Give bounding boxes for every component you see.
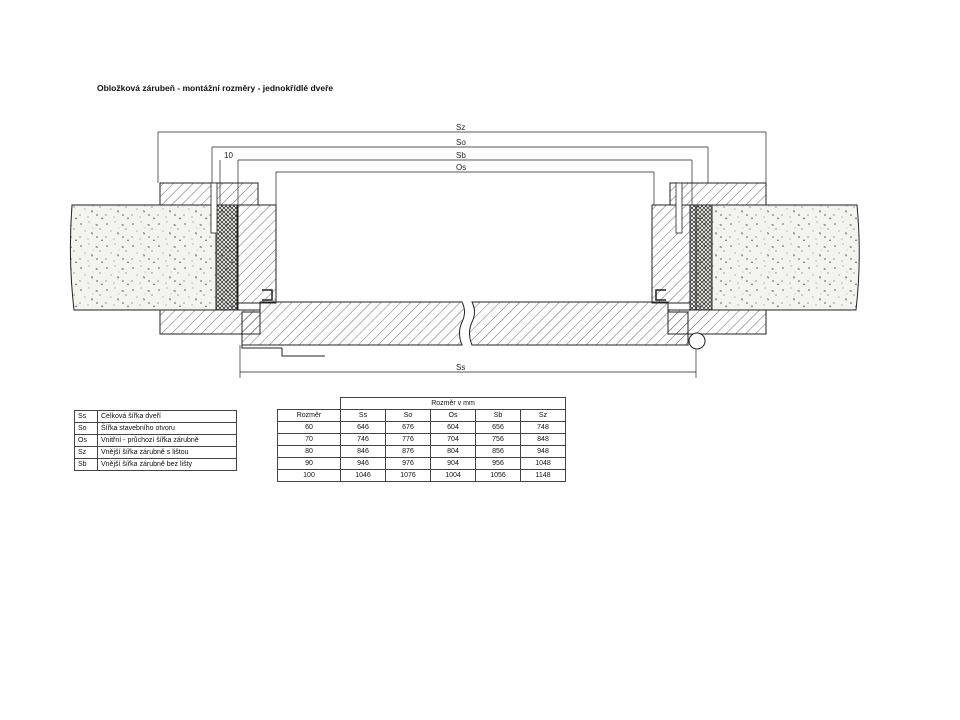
table-cell: 60	[277, 421, 341, 434]
table-cell: 856	[475, 445, 521, 458]
table-cell: 748	[520, 421, 566, 434]
table-cell: 1046	[340, 469, 386, 482]
dimension-os-label: Os	[456, 163, 466, 172]
table-group-header-row: Rozměr v mm	[277, 397, 566, 410]
drawing-title: Obložková zárubeň - montážní rozměry - j…	[97, 83, 334, 93]
table-cell: 946	[340, 457, 386, 470]
legend-abbr: Sb	[74, 458, 98, 471]
dimension-lines	[157, 131, 767, 378]
table-cell: 948	[520, 445, 566, 458]
dimension-10-label: 10	[224, 151, 233, 160]
door-leaf	[241, 301, 689, 346]
dimension-sb-label: Sb	[456, 151, 466, 160]
legend-abbr: Os	[74, 434, 98, 447]
legend-desc: Vnější šířka zárubně s lištou	[97, 446, 237, 459]
table-cell: 876	[385, 445, 431, 458]
legend-abbr: Sz	[74, 446, 98, 459]
table-cell: 1048	[520, 457, 566, 470]
table-cell: 646	[340, 421, 386, 434]
table-cell: 80	[277, 445, 341, 458]
table-cell: 804	[430, 445, 476, 458]
table-cell: 956	[475, 457, 521, 470]
legend-abbr: So	[74, 422, 98, 435]
column-header: So	[385, 409, 431, 422]
legend-desc: Šířka stavebního otvoru	[97, 422, 237, 435]
right-wall	[695, 204, 860, 311]
table-cell: 746	[340, 433, 386, 446]
dimension-sz-label: Sz	[456, 123, 465, 132]
table-cell: 976	[385, 457, 431, 470]
table-cell: 848	[520, 433, 566, 446]
table-cell: 656	[475, 421, 521, 434]
table-cell: 704	[430, 433, 476, 446]
column-header: Sz	[520, 409, 566, 422]
legend-abbr: Ss	[74, 410, 98, 423]
table-cell: 676	[385, 421, 431, 434]
legend-desc: Celková šířka dveří	[97, 410, 237, 423]
column-header: Ss	[340, 409, 386, 422]
table-cell: 1056	[475, 469, 521, 482]
table-cell: 904	[430, 457, 476, 470]
table-cell: 756	[475, 433, 521, 446]
table-cell: 1004	[430, 469, 476, 482]
legend-desc: Vnitřní - průchozí šířka zárubně	[97, 434, 237, 447]
table-cell: 1148	[520, 469, 566, 482]
column-header: Rozměr	[277, 409, 341, 422]
left-wall	[69, 204, 238, 311]
dimension-ss-label: Ss	[456, 363, 465, 372]
column-header: Sb	[475, 409, 521, 422]
table-cell: 70	[277, 433, 341, 446]
table-cell: 776	[385, 433, 431, 446]
table-cell: 90	[277, 457, 341, 470]
table-cell: 846	[340, 445, 386, 458]
column-header: Os	[430, 409, 476, 422]
table-cell: 100	[277, 469, 341, 482]
table-cell: 604	[430, 421, 476, 434]
table-cell: 1076	[385, 469, 431, 482]
group-header: Rozměr v mm	[340, 397, 566, 410]
left-frame	[159, 182, 325, 357]
dimension-so-label: So	[456, 138, 466, 147]
legend-desc: Vnější šířka zárubně bez lišty	[97, 458, 237, 471]
